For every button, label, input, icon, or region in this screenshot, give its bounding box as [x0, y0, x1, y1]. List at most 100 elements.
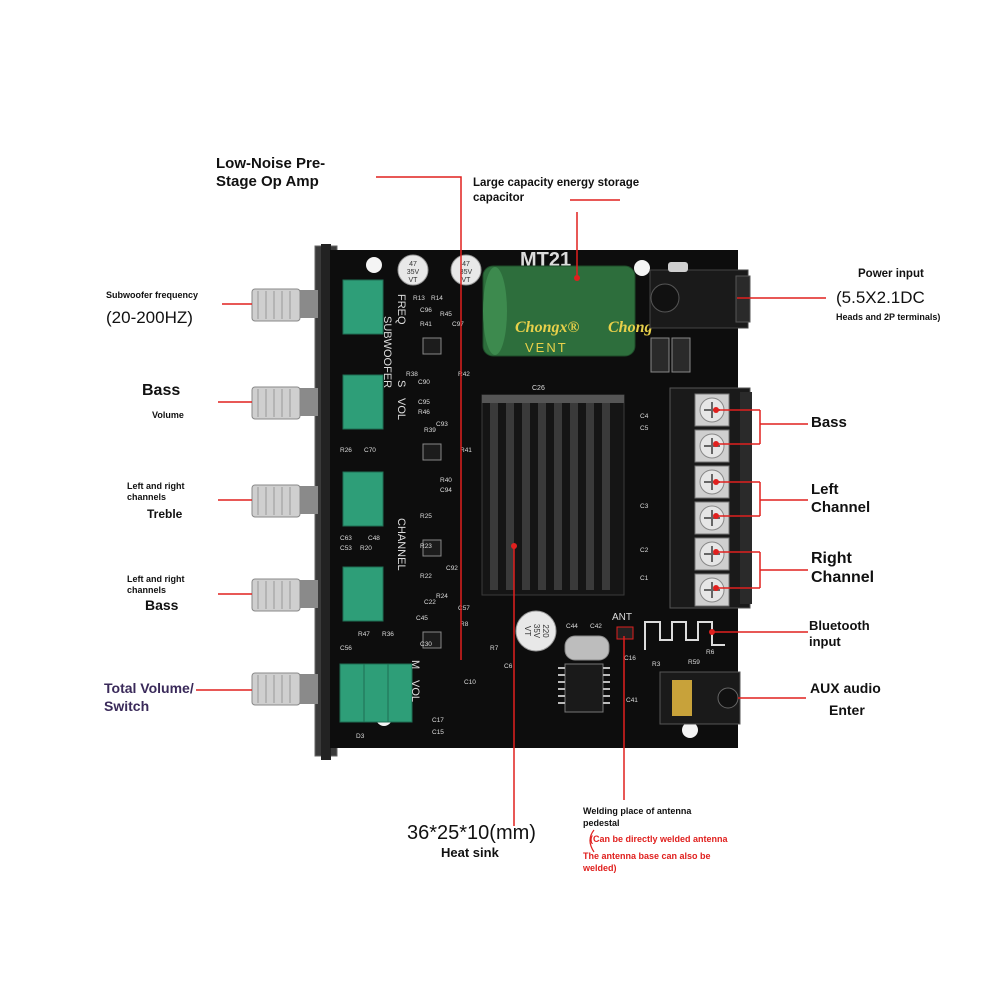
knob-subwoofer-frequency	[251, 288, 318, 322]
mount-hole-tr	[634, 260, 650, 276]
silk-ref-c6: C6	[504, 663, 513, 670]
label-treble-title: Treble	[147, 507, 183, 521]
filter-cap-label: VT	[523, 626, 532, 636]
silk-ref-c90: C90	[418, 379, 430, 386]
ic-pins	[558, 667, 610, 704]
silk-ref-r59: R59	[688, 659, 700, 666]
silk-ref-c16: C16	[624, 655, 636, 662]
silk-ref-c70: C70	[364, 447, 376, 454]
bluetooth-antenna-trace	[644, 621, 725, 650]
silk-subwoofer: SUBWOOFER	[381, 316, 393, 388]
silk-ref-c4: C4	[640, 413, 649, 420]
label-aux-title: AUX audio	[810, 680, 881, 696]
silk-ref-r39: R39	[424, 427, 436, 434]
small-cap-label: VT	[409, 277, 419, 284]
antenna-pad	[616, 626, 634, 640]
silk-ref-r26: R26	[340, 447, 352, 454]
label-treble-sub: Left and right channels	[127, 481, 185, 502]
silk-ref-d3: D3	[356, 733, 365, 740]
label-sub-freq-title: Subwoofer frequency	[106, 290, 199, 300]
silk-ref-r25: R25	[420, 513, 432, 520]
silk-ref-r38: R38	[406, 371, 418, 378]
label-out-left: Left Channel	[811, 481, 871, 516]
silk-ref-c48: C48	[368, 535, 380, 542]
small-cap-label: 47	[462, 261, 470, 268]
silk-ref-c92: C92	[446, 565, 458, 572]
bluetooth-ic	[564, 663, 604, 713]
silk-ref-c5: C5	[640, 425, 649, 432]
dc-power-jack	[649, 262, 751, 329]
label-antenna-title: Welding place of antenna pedestal	[583, 806, 692, 828]
silk-c26: C26	[532, 385, 545, 392]
diode	[671, 337, 691, 373]
mount-hole-br	[682, 722, 698, 738]
silk-ref-c94: C94	[440, 487, 452, 494]
mount-hole-tl	[366, 257, 382, 273]
label-sub-freq-range: (20-200HZ)	[106, 308, 193, 327]
small-cap-label: 35V	[407, 269, 420, 276]
silk-ref-r46: R46	[418, 409, 430, 416]
silk-ref-r3: R3	[652, 661, 661, 668]
knob-total-volume	[251, 672, 318, 706]
silk-ref-c15: C15	[432, 729, 444, 736]
silk-ref-c93: C93	[436, 421, 448, 428]
silk-ref-c56: C56	[340, 645, 352, 652]
capacitor-brand: Chongx®	[515, 319, 579, 336]
pot-cap	[342, 279, 384, 335]
op-amp	[422, 443, 442, 461]
heat-sink: C26	[481, 385, 625, 596]
silk-ref-r47: R47	[358, 631, 370, 638]
label-antenna-note2: The antenna base can also be welded)	[583, 851, 711, 873]
silk-vol: VOL	[395, 398, 407, 420]
label-lr-bass-sub: Left and right channels	[127, 574, 185, 595]
silk-ref-r22: R22	[420, 573, 432, 580]
silk-ref-c96: C96	[420, 307, 432, 314]
silk-channel: CHANNEL	[395, 518, 407, 571]
label-heatsink-dim: 36*25*10(mm)	[407, 822, 536, 844]
label-power-spec: (5.5X2.1DC	[836, 288, 925, 307]
silk-ref-c41: C41	[626, 697, 638, 704]
silk-ref-c53: C53	[340, 545, 352, 552]
silk-ref-r23: R23	[420, 543, 432, 550]
small-cap-label: 35V	[460, 269, 473, 276]
filter-cap-label: 220	[541, 624, 550, 638]
pointer-dots	[511, 275, 719, 635]
label-aux-sub: Enter	[829, 702, 865, 718]
silk-ref-c22: C22	[424, 599, 436, 606]
label-out-bass: Bass	[811, 414, 847, 431]
silk-ref-c10: C10	[464, 679, 476, 686]
label-bass-title: Bass	[142, 382, 181, 399]
crystal-oscillator	[564, 635, 610, 661]
silk-ref-r8: R8	[460, 621, 469, 628]
label-out-right: Right Channel	[811, 550, 875, 586]
capacitor-series: VENT	[525, 340, 568, 355]
pointer-opamp	[376, 176, 462, 660]
silk-ref-c97: C97	[452, 321, 464, 328]
silk-ant: ANT	[612, 612, 632, 623]
silk-ref-c1: C1	[640, 575, 649, 582]
label-total-volume: Total Volume/ Switch	[104, 680, 194, 714]
silk-ref-r36: R36	[382, 631, 394, 638]
knob-bass-volume	[251, 386, 318, 420]
label-opamp: Low-Noise Pre- Stage Op Amp	[216, 155, 326, 190]
knob-lr-bass	[251, 578, 318, 612]
silk-ref-c44: C44	[566, 623, 578, 630]
silk-ref-r13: R13	[413, 295, 425, 302]
pot-bodies	[339, 279, 413, 723]
pot-cap	[339, 663, 413, 723]
aux-jack	[659, 671, 741, 725]
silk-ref-r41: R41	[420, 321, 432, 328]
label-bluetooth: Bluetooth input	[809, 618, 870, 649]
capacitor-brand-partial: Chong	[608, 319, 652, 336]
label-power-title: Power input	[858, 268, 924, 280]
small-capacitors: 47 35V VT 47 35V VT	[397, 254, 482, 286]
antenna-note-bracket	[589, 829, 595, 853]
pot-cap	[342, 471, 384, 527]
knobs	[251, 288, 318, 706]
filter-capacitor: 220 35V VT	[515, 610, 557, 652]
silk-ref-r24: R24	[436, 593, 448, 600]
side-panel-lip	[321, 244, 331, 760]
silk-ref-r42: R42	[458, 371, 470, 378]
